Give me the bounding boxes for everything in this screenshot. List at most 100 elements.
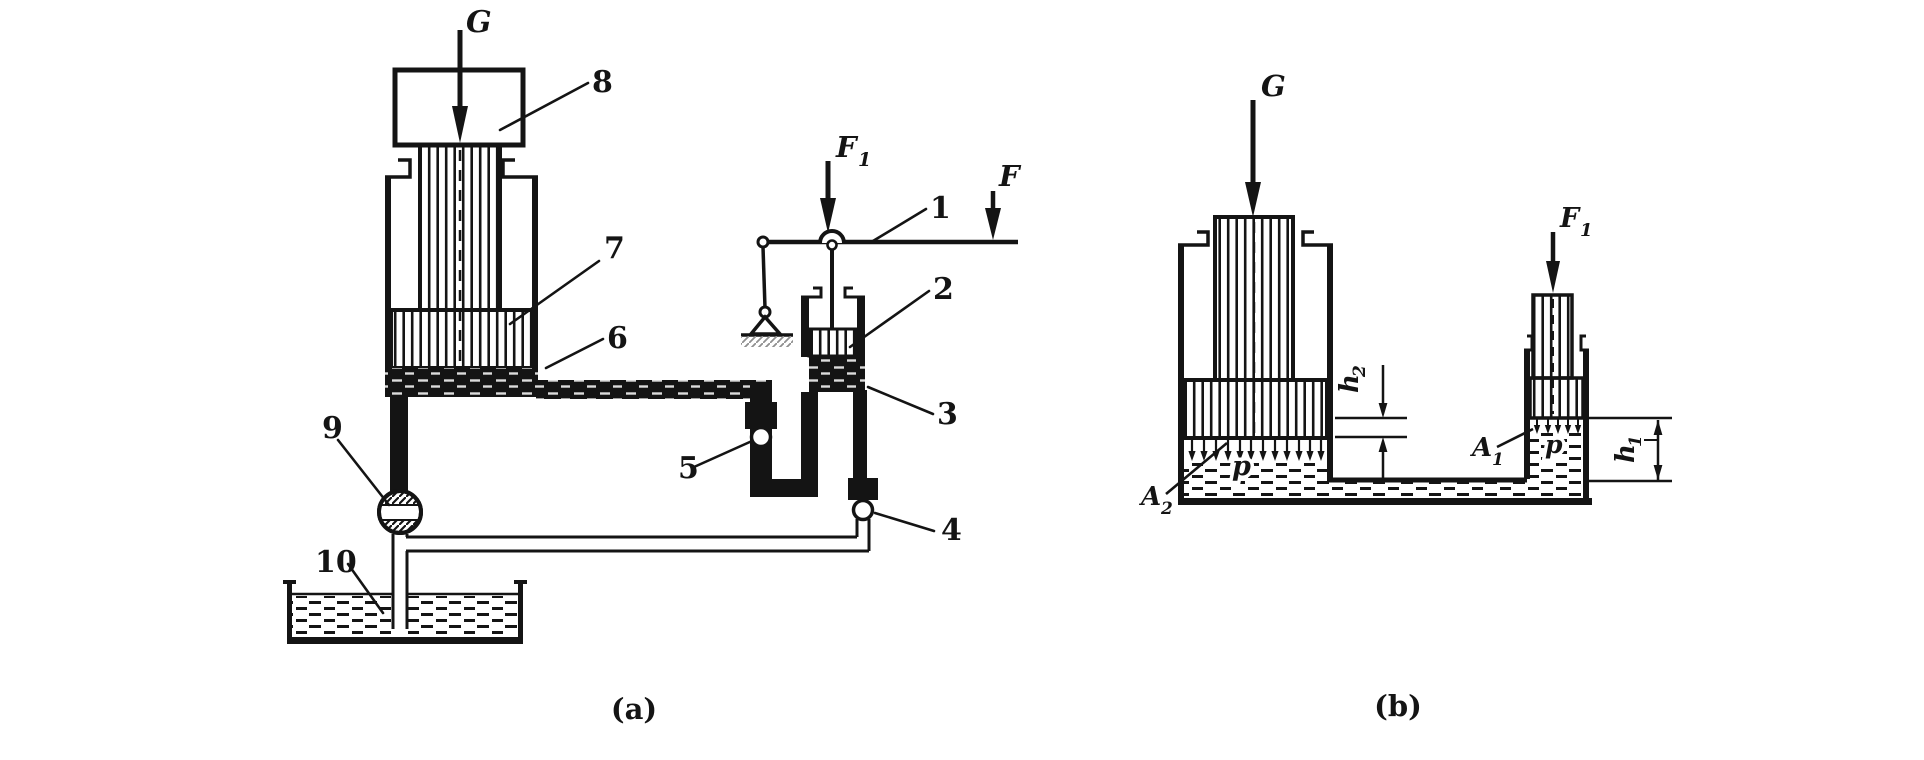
ram-cyl-wall-left <box>385 177 391 368</box>
dimension-h2: h 2 <box>1335 365 1407 478</box>
ground-hatch <box>741 336 793 347</box>
h2-arrow-up <box>1378 437 1388 452</box>
figure-b: p G p F <box>1138 69 1672 723</box>
h1-label-main: h <box>1611 444 1641 463</box>
lever-rod-pin <box>826 239 838 251</box>
ram-cyl-lip-left <box>385 158 412 179</box>
h1-arrow-down <box>1653 465 1663 480</box>
pump-inlet-riser <box>801 392 818 480</box>
pump-piston <box>807 327 859 358</box>
h2-arrow-down <box>1378 403 1388 418</box>
pump-fluid <box>809 357 865 392</box>
ram-assembly: G <box>385 5 538 397</box>
pump-outlet-pipe <box>853 390 867 478</box>
part-labels: 1 2 3 4 5 6 7 8 9 10 <box>315 65 962 615</box>
h1-label-subscript: 1 <box>1626 435 1646 447</box>
ram-piston <box>389 308 534 370</box>
lever-end-pin <box>756 235 770 249</box>
fulcrum-link <box>761 246 767 309</box>
ram-cyl-wall-right <box>532 177 538 368</box>
h2-label-main: h <box>1335 374 1365 393</box>
small-cyl-liquid <box>1530 433 1583 499</box>
main-pipe <box>536 380 772 399</box>
leader-7 <box>508 259 601 326</box>
force-G-label: G <box>466 5 492 40</box>
force-F1-b: F 1 <box>1546 203 1593 293</box>
leader-3 <box>866 385 935 416</box>
weight-piston <box>1182 378 1329 440</box>
leader-A2 <box>1165 442 1228 495</box>
effort-cyl-wall-left <box>1524 350 1530 479</box>
figure-a: G F 1 <box>283 5 1022 726</box>
dimension-h1: h 1 <box>1589 416 1672 483</box>
area-label-A1: A 1 <box>1469 427 1534 470</box>
leader-2 <box>848 289 931 349</box>
release-valve-outline <box>377 489 423 535</box>
leader-9 <box>336 438 391 507</box>
fulcrum-triangle <box>747 314 784 336</box>
pipe-below-valve5 <box>750 446 772 481</box>
force-F1-subscript: 1 <box>858 149 871 171</box>
part-label-7: 7 <box>604 231 625 266</box>
ram-cyl-lip-right <box>501 158 538 179</box>
caption-b: (b) <box>1374 689 1422 723</box>
effort-cyl-lip-left <box>1524 334 1534 352</box>
channel-liquid <box>1327 482 1589 499</box>
weight-cyl-lip-left <box>1178 230 1210 247</box>
pump-lip-right <box>843 286 865 299</box>
return-line <box>406 519 871 553</box>
ram-rod <box>418 143 502 312</box>
leader-10 <box>346 562 385 615</box>
area-label-A2: A 2 <box>1138 442 1228 519</box>
A2-label-subscript: 2 <box>1160 499 1173 519</box>
force-G-b: G <box>1245 69 1286 217</box>
leader-4 <box>873 511 936 533</box>
part-label-4: 4 <box>941 513 962 548</box>
force-F: F <box>985 159 1022 240</box>
weight-cylinder: p G <box>1178 69 1333 502</box>
drain-pipe-interior <box>394 590 406 632</box>
part-label-9: 9 <box>322 411 343 446</box>
oil-tank <box>283 534 527 644</box>
leader-8 <box>498 81 590 132</box>
force-F-arrowhead <box>985 208 1001 240</box>
force-F-label: F <box>998 159 1022 193</box>
leader-6 <box>544 337 605 370</box>
part-label-2: 2 <box>933 272 954 307</box>
part-label-5: 5 <box>678 451 699 486</box>
weight-piston-rod <box>1213 215 1295 382</box>
pump-wall-left <box>801 297 809 357</box>
force-F1-label: F <box>835 130 859 164</box>
effort-cyl-wall-right <box>1583 350 1589 502</box>
leader-1 <box>871 207 928 243</box>
pressure-label-left: p <box>1232 451 1251 482</box>
effort-cylinder: p F 1 <box>1524 203 1593 502</box>
weight-cyl-lip-right <box>1301 230 1333 247</box>
pump-assembly <box>801 248 865 392</box>
weight-cyl-wall-right <box>1327 245 1333 480</box>
part-label-1: 1 <box>930 191 951 226</box>
force-G-b-label: G <box>1261 69 1286 103</box>
release-valve <box>377 489 423 535</box>
weight-cyl-wall-left <box>1178 245 1184 502</box>
pressure-label-right: p <box>1545 430 1563 459</box>
pump-wall-right <box>857 297 865 357</box>
ram-fluid-chamber <box>385 368 538 397</box>
pump-lip-left <box>801 286 823 299</box>
force-G-arrowhead <box>452 106 468 143</box>
part-label-3: 3 <box>937 397 958 432</box>
leader-5 <box>692 439 754 469</box>
effort-cyl-lip-right <box>1579 334 1589 352</box>
force-F1-b-subscript: 1 <box>1580 220 1593 241</box>
force-F1-arrowhead <box>820 198 836 233</box>
check-valve-4-ball <box>851 498 875 522</box>
h1-label: h 1 <box>1611 435 1646 463</box>
caption-a: (a) <box>611 692 657 726</box>
big-cyl-liquid <box>1184 462 1327 499</box>
valve5-body <box>745 402 777 429</box>
force-F1-b-label: F <box>1559 203 1581 234</box>
A1-label-subscript: 1 <box>1492 450 1504 470</box>
leader-A1 <box>1496 427 1534 449</box>
lever-rod-joint-bump <box>818 229 846 244</box>
